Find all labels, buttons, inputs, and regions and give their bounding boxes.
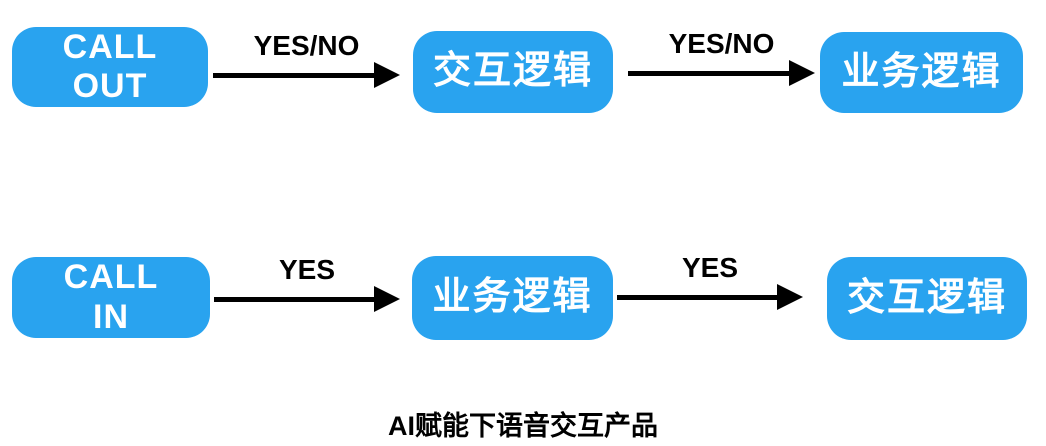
arrow-head-icon — [789, 60, 815, 86]
arrow-head-icon — [374, 286, 400, 312]
node-label: CALL OUT — [62, 27, 158, 105]
arrow-label: YES — [278, 254, 336, 285]
arrow-shaft — [214, 296, 380, 302]
node-business-logic-row1: 业务逻辑 — [820, 32, 1023, 113]
node-label: 交互逻辑 — [432, 50, 593, 93]
node-call-in: CALL IN — [12, 257, 210, 338]
arrow-shaft — [628, 70, 795, 76]
arrow-shaft — [617, 294, 783, 300]
node-call-out: CALL OUT — [12, 27, 208, 107]
arrow-shaft — [213, 72, 380, 78]
node-label: 业务逻辑 — [432, 276, 593, 319]
arrow-label: YES/NO — [668, 28, 775, 59]
node-business-logic-row2: 业务逻辑 — [412, 256, 613, 340]
arrow-head-icon — [777, 284, 803, 310]
arrow-head-icon — [374, 62, 400, 88]
node-label: 交互逻辑 — [846, 276, 1007, 319]
node-interaction-logic-row2: 交互逻辑 — [827, 257, 1027, 340]
arrow-label: YES — [681, 252, 739, 283]
node-label: CALL IN — [63, 258, 159, 336]
arrow-label: YES/NO — [253, 30, 360, 61]
node-interaction-logic-row1: 交互逻辑 — [413, 31, 613, 113]
diagram-caption: AI赋能下语音交互产品 — [388, 411, 658, 441]
node-label: 业务逻辑 — [841, 50, 1002, 93]
